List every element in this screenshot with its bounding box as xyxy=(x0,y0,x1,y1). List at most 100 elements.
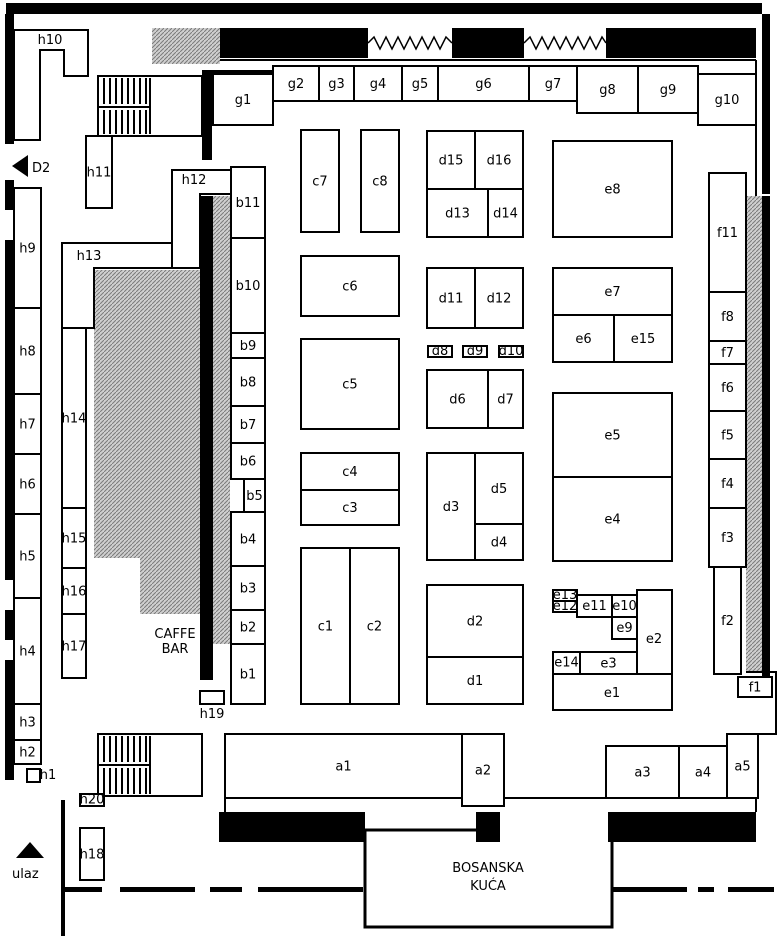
stall-e7[interactable]: e7 xyxy=(552,267,673,316)
stall-e11[interactable]: e11 xyxy=(576,594,613,618)
stall-f1[interactable]: f1 xyxy=(737,676,773,698)
stall-b6[interactable]: b6 xyxy=(230,442,266,480)
stall-e10[interactable]: e10 xyxy=(611,594,638,618)
stall-f7[interactable]: f7 xyxy=(708,340,747,365)
stall-h20[interactable]: h20 xyxy=(79,793,105,808)
stall-e9[interactable]: e9 xyxy=(611,616,638,640)
stall-f11[interactable]: f11 xyxy=(708,172,747,293)
stall-d5[interactable]: d5 xyxy=(474,452,524,525)
stall-c7[interactable]: c7 xyxy=(300,129,340,233)
stall-e5[interactable]: e5 xyxy=(552,392,673,478)
stall-b5[interactable]: b5 xyxy=(243,478,266,513)
stall-h19[interactable]: h19 xyxy=(199,690,225,722)
stall-d15[interactable]: d15 xyxy=(426,130,476,190)
stall-f5[interactable]: f5 xyxy=(708,410,747,460)
stall-h5[interactable]: h5 xyxy=(13,513,42,599)
stall-b10[interactable]: b10 xyxy=(230,237,266,334)
stall-b1[interactable]: b1 xyxy=(230,643,266,705)
stall-d1[interactable]: d1 xyxy=(426,656,524,705)
stall-h16[interactable]: h16 xyxy=(61,567,87,615)
stall-d2[interactable]: d2 xyxy=(426,584,524,658)
stall-g7[interactable]: g7 xyxy=(528,65,578,102)
stall-e14[interactable]: e14 xyxy=(552,651,581,675)
stall-e12[interactable]: e12 xyxy=(552,599,578,614)
stall-g1[interactable]: g1 xyxy=(212,73,274,126)
stall-d12[interactable]: d12 xyxy=(474,267,524,329)
stall-h6[interactable]: h6 xyxy=(13,453,42,515)
stall-label-d12: d12 xyxy=(487,292,512,307)
stall-g5[interactable]: g5 xyxy=(401,65,439,102)
stall-c5[interactable]: c5 xyxy=(300,338,400,430)
stall-g8[interactable]: g8 xyxy=(576,65,639,114)
stall-c3[interactable]: c3 xyxy=(300,489,400,526)
stall-f2[interactable]: f2 xyxy=(713,566,742,675)
stall-d9[interactable]: d9 xyxy=(462,344,488,359)
stall-h4[interactable]: h4 xyxy=(13,597,42,705)
stall-h9[interactable]: h9 xyxy=(13,187,42,309)
stall-c8[interactable]: c8 xyxy=(360,129,400,233)
stall-g9[interactable]: g9 xyxy=(637,65,699,114)
stall-h15[interactable]: h15 xyxy=(61,507,87,569)
stall-a1[interactable]: a1 xyxy=(224,733,463,799)
stall-f6[interactable]: f6 xyxy=(708,363,747,412)
stall-h17[interactable]: h17 xyxy=(61,613,87,679)
stall-h18[interactable]: h18 xyxy=(79,827,105,881)
stall-label-e15: e15 xyxy=(631,332,656,347)
stall-d14[interactable]: d14 xyxy=(487,188,524,238)
stall-d11[interactable]: d11 xyxy=(426,267,476,329)
stall-e6[interactable]: e6 xyxy=(552,314,615,363)
stall-d8[interactable]: d8 xyxy=(427,344,453,359)
stall-a2[interactable]: a2 xyxy=(461,733,505,807)
stall-d6[interactable]: d6 xyxy=(426,369,489,429)
stall-b2[interactable]: b2 xyxy=(230,609,266,645)
stall-a5[interactable]: a5 xyxy=(726,733,759,799)
stall-label-h5: h5 xyxy=(19,550,36,565)
stall-f8[interactable]: f8 xyxy=(708,291,747,342)
stall-b3[interactable]: b3 xyxy=(230,565,266,611)
stall-h14[interactable]: h14 xyxy=(61,327,87,509)
stall-h7[interactable]: h7 xyxy=(13,393,42,455)
stall-d3[interactable]: d3 xyxy=(426,452,476,561)
stall-d4[interactable]: d4 xyxy=(474,523,524,561)
stall-h11[interactable]: h11 xyxy=(85,135,113,209)
stall-b9[interactable]: b9 xyxy=(230,332,266,359)
stall-label-b1: b1 xyxy=(240,668,257,683)
stall-b7[interactable]: b7 xyxy=(230,405,266,444)
stall-label-g7: g7 xyxy=(545,77,562,92)
stall-e4[interactable]: e4 xyxy=(552,476,673,562)
stall-d13[interactable]: d13 xyxy=(426,188,489,238)
stall-a4[interactable]: a4 xyxy=(678,745,728,799)
stall-e15[interactable]: e15 xyxy=(613,314,673,363)
stall-g10[interactable]: g10 xyxy=(697,73,757,126)
stall-label-b5: b5 xyxy=(246,489,263,504)
stall-c4[interactable]: c4 xyxy=(300,452,400,491)
stall-h10[interactable]: h10 xyxy=(13,29,89,141)
stall-b8[interactable]: b8 xyxy=(230,357,266,407)
stall-d7[interactable]: d7 xyxy=(487,369,524,429)
stall-b4[interactable]: b4 xyxy=(230,511,266,567)
stall-g3[interactable]: g3 xyxy=(318,65,355,102)
stall-c2[interactable]: c2 xyxy=(349,547,400,705)
stall-g4[interactable]: g4 xyxy=(353,65,403,102)
stall-label-e8: e8 xyxy=(604,183,620,198)
stall-g6[interactable]: g6 xyxy=(437,65,530,102)
stall-c1[interactable]: c1 xyxy=(300,547,351,705)
stall-c6[interactable]: c6 xyxy=(300,255,400,317)
stall-f4[interactable]: f4 xyxy=(708,458,747,509)
stall-e3[interactable]: e3 xyxy=(579,651,638,675)
stall-h2[interactable]: h2 xyxy=(13,739,42,765)
stall-label-e12: e12 xyxy=(553,599,578,614)
stall-e2[interactable]: e2 xyxy=(636,589,673,675)
stall-g2[interactable]: g2 xyxy=(272,65,320,102)
stall-d16[interactable]: d16 xyxy=(474,130,524,190)
stall-b11[interactable]: b11 xyxy=(230,166,266,239)
stall-h3[interactable]: h3 xyxy=(13,703,42,741)
stall-label-g3: g3 xyxy=(328,77,345,92)
stall-f3[interactable]: f3 xyxy=(708,507,747,568)
stall-h8[interactable]: h8 xyxy=(13,307,42,395)
stall-label-h6: h6 xyxy=(19,478,36,493)
stall-h1[interactable]: h1 xyxy=(26,768,56,783)
stall-d10[interactable]: d10 xyxy=(498,344,524,359)
stall-e8[interactable]: e8 xyxy=(552,140,673,238)
stall-a3[interactable]: a3 xyxy=(605,745,680,799)
